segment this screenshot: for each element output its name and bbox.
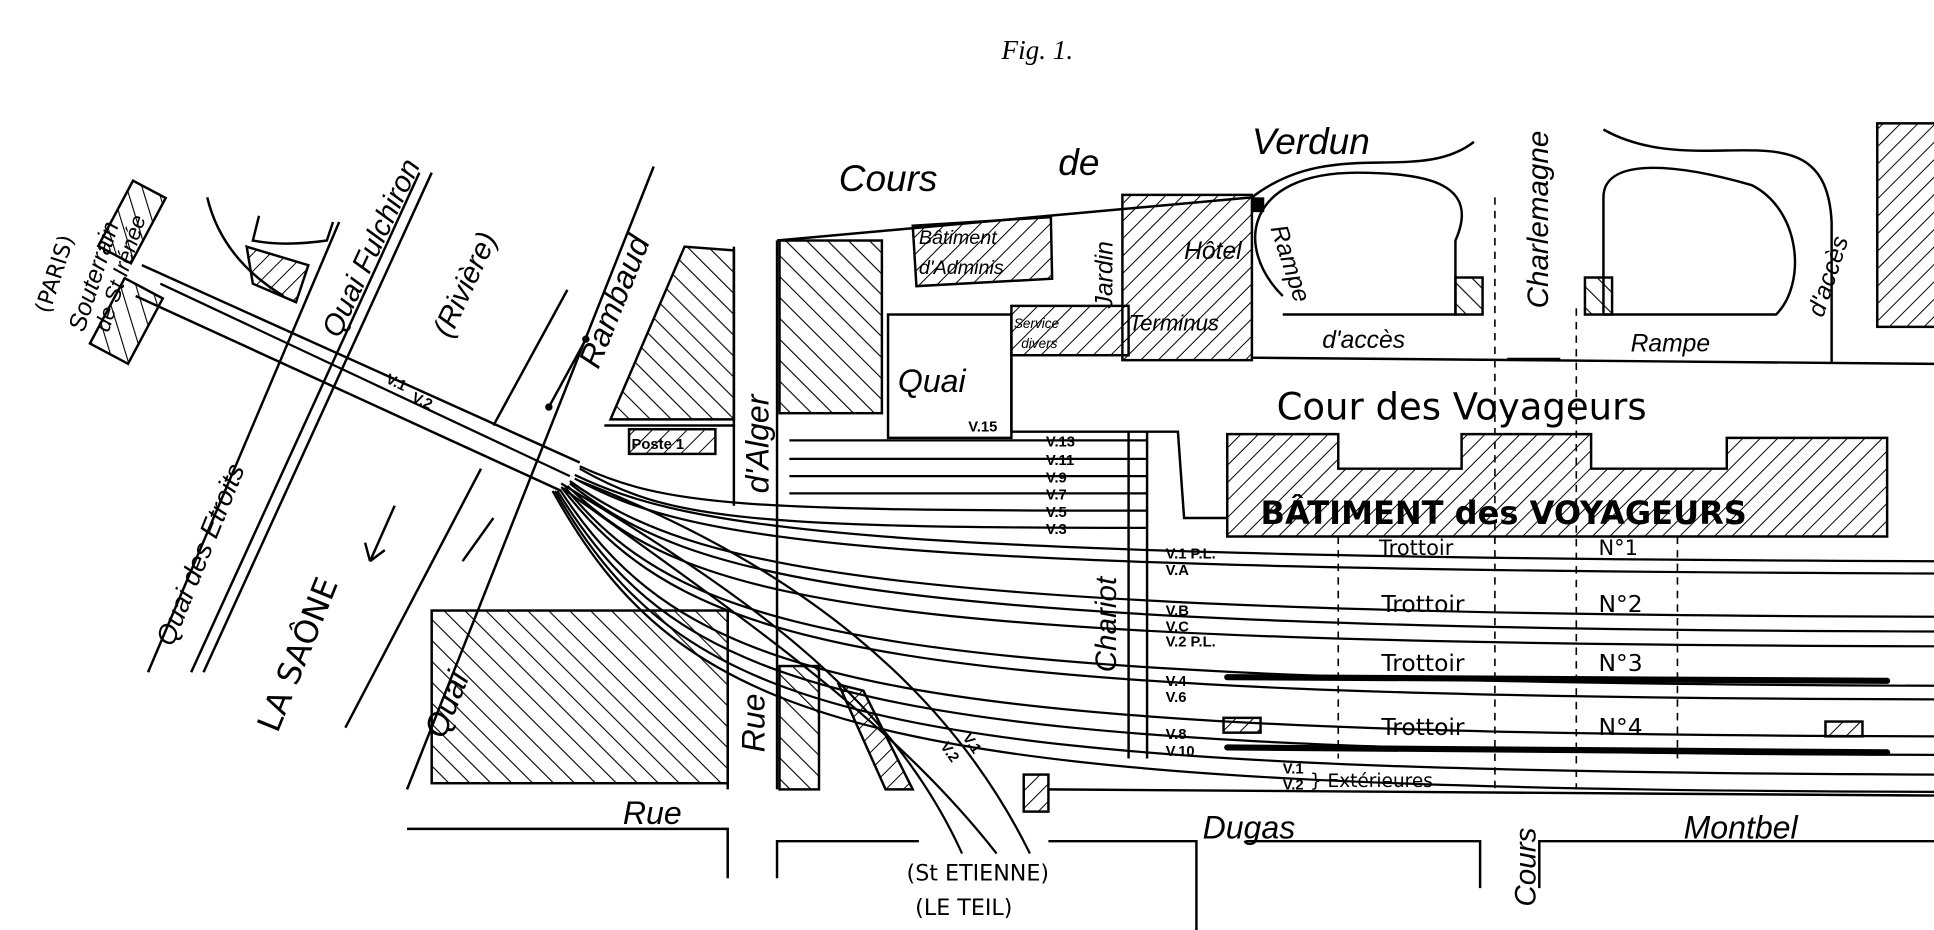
- track-label-v10: V.10: [1166, 744, 1195, 760]
- label-cour-voyageurs: Cour des Voyageurs: [1277, 385, 1647, 428]
- track-label-entry-1: V.1: [383, 371, 409, 394]
- track-label-v3: V.3: [1046, 522, 1067, 538]
- label-riviere: (Rivière): [427, 227, 504, 342]
- track-label-exterieures: } Extérieures: [1310, 771, 1433, 792]
- building-fulchiron: [245, 244, 310, 304]
- track-label-vb: V.B: [1166, 603, 1190, 619]
- tunnel-wall-upper: [96, 178, 168, 266]
- track-label-v2pl: V.2 P.L.: [1166, 634, 1216, 650]
- label-st-etienne: (St ETIENNE): [907, 861, 1049, 887]
- track-label-v4: V.4: [1166, 674, 1188, 690]
- track-label-v13: V.13: [1046, 434, 1075, 450]
- label-hotel: Hôtel: [1184, 238, 1243, 265]
- ramp-loops: [1251, 128, 1833, 364]
- track-label-v5: V.5: [1046, 505, 1067, 521]
- label-cours: Cours: [839, 158, 938, 199]
- platform-1-number: N°1: [1599, 536, 1638, 560]
- platform-3-label: Trottoir: [1380, 649, 1465, 677]
- label-rue-vertical: Rue: [736, 694, 772, 753]
- platform-4-label: Trottoir: [1380, 713, 1465, 741]
- label-la-saone: LA SAÔNE: [249, 572, 346, 737]
- label-le-teil: (LE TEIL): [915, 895, 1012, 921]
- platform-2-label: Trottoir: [1380, 590, 1465, 618]
- track-label-v11: V.11: [1046, 453, 1074, 469]
- track-label-ext-v2: V.2: [1283, 777, 1304, 793]
- building-small: [1022, 773, 1050, 813]
- label-batiment-voyageurs: BÂTIMENT des VOYAGEURS: [1261, 494, 1747, 532]
- building-branch: [836, 682, 915, 791]
- track-label-vc: V.C: [1166, 620, 1190, 636]
- label-cours-bottom: Cours: [1510, 827, 1543, 906]
- track-label-ext-v1: V.1: [1283, 761, 1304, 777]
- label-de: de: [1058, 142, 1099, 183]
- main-line: [135, 264, 581, 493]
- label-d-alger: d'Alger: [739, 393, 775, 493]
- track-label-va: V.A: [1166, 563, 1190, 579]
- label-verdun: Verdun: [1252, 121, 1370, 162]
- building-administration: [911, 215, 1054, 288]
- label-rampe-right: Rampe: [1631, 331, 1710, 358]
- label-divers: divers: [1021, 336, 1057, 351]
- label-quai-box: Quai: [898, 363, 967, 399]
- label-service: Service: [1014, 316, 1060, 331]
- label-dugas: Dugas: [1203, 810, 1296, 846]
- label-chariot: Chariot: [1090, 575, 1123, 672]
- track-label-v8: V.8: [1166, 727, 1187, 743]
- track-label-v6: V.6: [1166, 690, 1187, 706]
- track-label-v7: V.7: [1046, 488, 1067, 504]
- label-batiment-admin: Bâtiment: [919, 227, 998, 249]
- track-label-entry-2: V.2: [409, 390, 435, 413]
- chariot: [1127, 431, 1149, 759]
- label-jardin: Jardin: [1092, 241, 1119, 309]
- label-adminis: d'Adminis: [919, 257, 1004, 279]
- building-bottom-left: [430, 609, 729, 785]
- track-label-v15: V.15: [968, 420, 997, 436]
- hotel-terminus: [1121, 193, 1254, 362]
- building-rue: [778, 664, 821, 791]
- label-acces-right: d'accès: [1803, 233, 1854, 320]
- batiment-voyageurs: [1226, 432, 1889, 538]
- building-top-right: [1876, 122, 1934, 329]
- platform-2-number: N°2: [1599, 590, 1643, 618]
- label-terminus: Terminus: [1129, 311, 1219, 336]
- label-acces-left: d'accès: [1322, 327, 1405, 354]
- label-montbel: Montbel: [1684, 810, 1799, 846]
- label-rampe-left: Rampe: [1265, 222, 1315, 306]
- building-rambaud: [608, 245, 736, 421]
- poste-1: [627, 427, 717, 456]
- label-charlemagne: Charlemagne: [1522, 131, 1555, 309]
- track-label-branch-v2: V.2: [937, 739, 962, 765]
- building-alger: [778, 239, 884, 415]
- track-label-v1pl: V.1 P.L.: [1166, 547, 1216, 563]
- flow-arrow-icon: [363, 505, 396, 563]
- label-rue-bottom: Rue: [623, 795, 682, 831]
- platform-3-number: N°3: [1599, 649, 1643, 677]
- platform-4-number: N°4: [1599, 713, 1643, 741]
- track-label-v9: V.9: [1046, 470, 1067, 486]
- label-quai-des-etroits: Quai des Etroits: [149, 459, 250, 650]
- platform-1-label: Trottoir: [1378, 536, 1454, 560]
- figure-title: Fig. 1.: [1001, 35, 1074, 65]
- platforms: [1222, 536, 1891, 759]
- label-quai-fulchiron: Quai Fulchiron: [316, 154, 427, 342]
- label-poste: Poste 1: [632, 437, 685, 453]
